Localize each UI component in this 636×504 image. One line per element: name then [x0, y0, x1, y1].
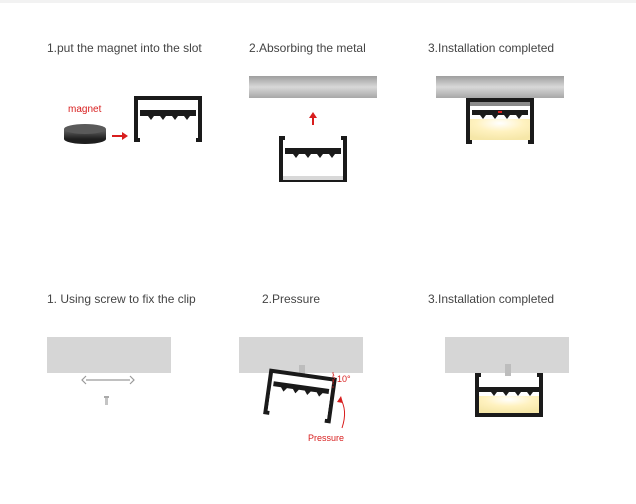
- angle-label: 10°: [337, 374, 351, 384]
- mounting-clip: [81, 375, 135, 385]
- magnet-disc: [64, 124, 106, 144]
- ceiling-clip-3: [505, 364, 511, 376]
- metal-plate: [249, 76, 377, 98]
- profile-installed-bottom: [475, 373, 543, 417]
- top-border: [0, 0, 636, 3]
- step-1-screw-label: 1. Using screw to fix the clip: [47, 292, 196, 306]
- step-3-complete-label-bottom: 3.Installation completed: [428, 292, 555, 306]
- step-2-absorb-label: 2.Absorbing the metal: [249, 41, 366, 55]
- step-1-magnet-label: 1.put the magnet into the slot: [47, 41, 202, 55]
- profile-tilted: [263, 368, 337, 424]
- insert-arrow: [112, 132, 128, 140]
- magnet-label: magnet: [68, 104, 102, 115]
- metal-plate-installed: [436, 76, 564, 98]
- profile-installed-top: [466, 98, 534, 144]
- profile-channel-step2: [279, 136, 347, 182]
- pressure-label: Pressure: [308, 433, 345, 443]
- angle-indicator: [332, 372, 335, 388]
- screw: [104, 396, 109, 405]
- ceiling-panel-1: [47, 337, 171, 373]
- profile-channel-step1: [134, 96, 202, 142]
- step-3-complete-label: 3.Installation completed: [428, 41, 555, 55]
- pressure-arrow: [337, 396, 346, 429]
- step-2-pressure-label: 2.Pressure: [262, 292, 321, 306]
- ceiling-clip-2: [299, 365, 305, 375]
- up-arrow: [309, 112, 317, 125]
